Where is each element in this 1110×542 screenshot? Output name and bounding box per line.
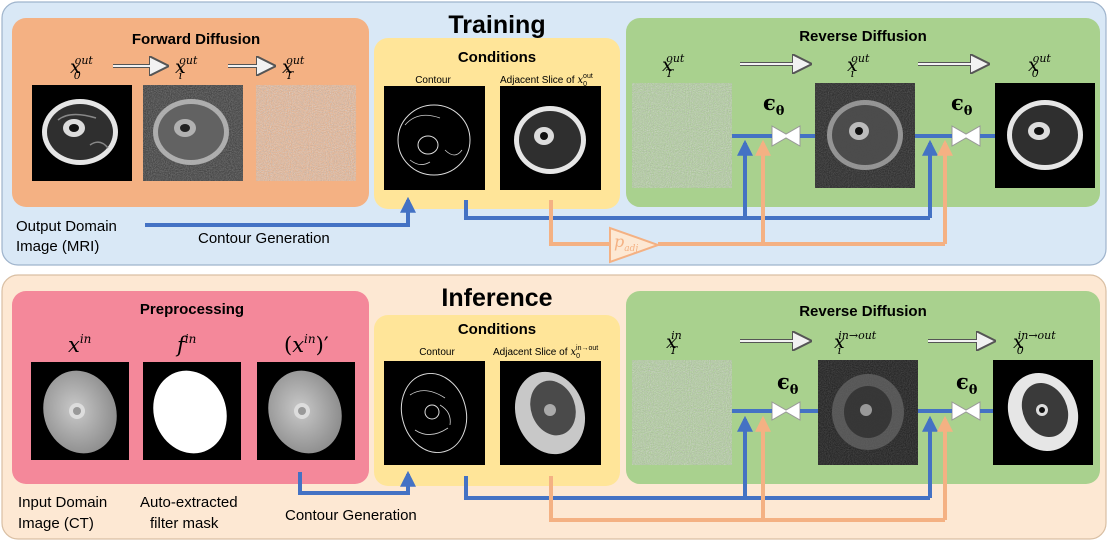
training-eps-theta-1: ϵθ [763, 90, 785, 119]
inference-contour-generation: Contour Generation [285, 507, 417, 524]
inference-reverse-title: Reverse Diffusion [799, 303, 927, 320]
input-domain-line2: Image (CT) [18, 515, 94, 532]
inference-rev-output-image [993, 360, 1093, 465]
forward-diffusion-title: Forward Diffusion [132, 31, 260, 48]
mri-image-x0 [32, 85, 132, 181]
training-rev-intermediate-image [815, 83, 915, 188]
training-contour-image [384, 86, 485, 190]
inference-eps-theta-1: ϵθ [777, 369, 799, 398]
training-title: Training [448, 11, 545, 39]
noise-image-xT [256, 85, 356, 181]
inference-conditions-title: Conditions [458, 321, 536, 338]
inference-orange-arrows [549, 415, 953, 522]
inference-adjacent-slice-image [500, 361, 601, 465]
output-domain-line1: Output Domain [16, 218, 117, 235]
output-domain-line2: Image (MRI) [16, 238, 99, 255]
filter-mask-line2: filter mask [150, 515, 219, 532]
training-contour-label: Contour [415, 75, 451, 86]
filter-mask-image [143, 362, 241, 460]
training-orange-arrows [549, 139, 953, 246]
ct-image-preprocessed [257, 362, 355, 460]
training-reverse-title: Reverse Diffusion [799, 28, 927, 45]
training-eps-theta-2: ϵθ [951, 90, 973, 119]
inference-rev-noise-image [632, 360, 732, 465]
preprocessing-title: Preprocessing [140, 301, 244, 318]
inference-blue-arrows [298, 409, 993, 500]
training-rev-output-image [995, 83, 1095, 188]
training-rev-noise-image [632, 83, 732, 188]
training-adjacent-slice-image [500, 86, 601, 190]
filter-mask-line1: Auto-extracted [140, 494, 238, 511]
training-contour-generation: Contour Generation [198, 230, 330, 247]
inference-contour-label: Contour [419, 347, 455, 358]
inference-rev-intermediate-image [818, 360, 918, 465]
training-blue-arrows [145, 134, 995, 227]
training-unet-icon-1 [771, 125, 801, 147]
inference-unet-icon-1 [771, 401, 801, 421]
input-domain-line1: Input Domain [18, 494, 107, 511]
p-adj-triangle [609, 226, 661, 264]
inference-eps-theta-2: ϵθ [956, 369, 978, 398]
mri-image-xi [143, 85, 243, 181]
inference-title: Inference [441, 284, 552, 312]
training-conditions-title: Conditions [458, 49, 536, 66]
inference-contour-image [384, 361, 485, 465]
ct-image-input [31, 362, 129, 460]
